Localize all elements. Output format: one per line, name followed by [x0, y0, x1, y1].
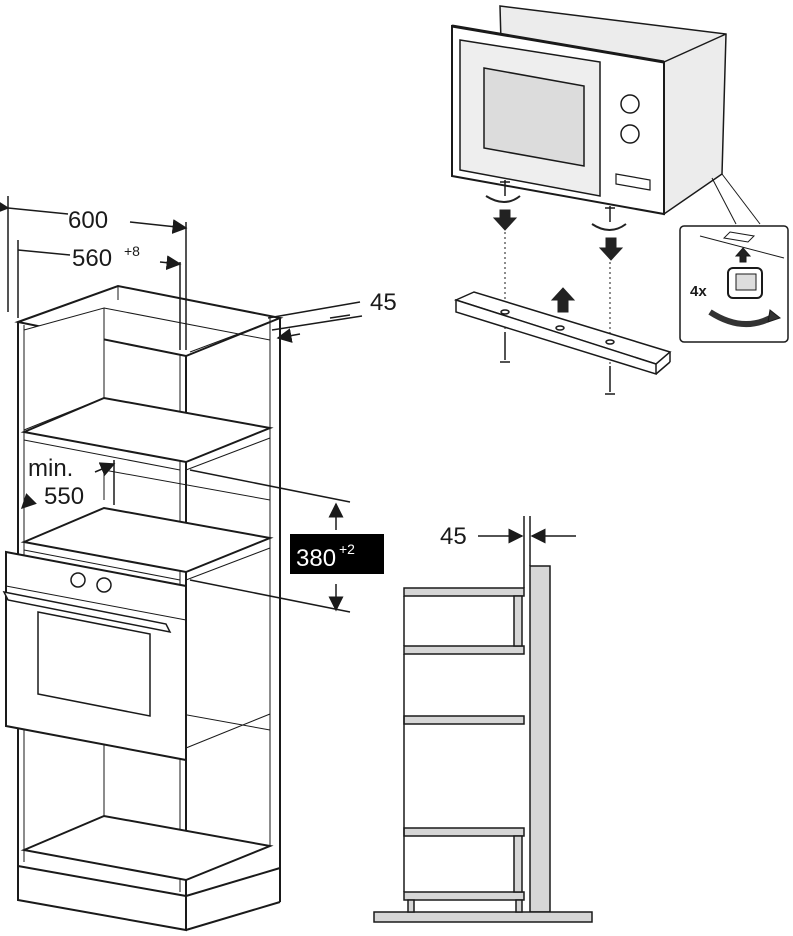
detail-callout [679, 173, 789, 343]
dimension-depth-gap: 45 [370, 289, 397, 316]
dimension-width-inner-tolerance: +8 [124, 243, 140, 259]
oven-handle [2, 590, 172, 634]
move-arrows [485, 195, 627, 313]
arrow-up-icon [734, 247, 752, 263]
mounting-rail [453, 291, 672, 376]
dimension-width-total: 600 [68, 207, 108, 234]
microwave-display [615, 173, 651, 191]
min-depth-dimension [20, 460, 116, 510]
tall-cabinet [14, 284, 284, 932]
side-panel [529, 565, 551, 913]
dimension-min-label: min. [28, 455, 73, 482]
microwave-unit [451, 5, 727, 216]
width-dimensions [0, 196, 188, 350]
oven-knob-icon [96, 577, 112, 593]
fixing-screws [500, 180, 615, 395]
dimension-width-inner: 560 [72, 245, 112, 272]
oven-knob-icon [70, 572, 86, 588]
built-in-oven [2, 550, 187, 762]
arrow-up-icon [550, 287, 576, 313]
microwave-knob-icon [620, 124, 640, 144]
arrow-down-icon [492, 209, 518, 231]
oven-window [37, 611, 151, 717]
rotate-icon [485, 195, 521, 203]
detail-count-label: 4x [690, 283, 707, 300]
rotate-icon [591, 223, 627, 231]
dimension-height-tolerance: +2 [339, 541, 355, 557]
arrow-down-icon [598, 237, 624, 261]
dimension-min-value: 550 [44, 483, 84, 510]
dimension-side-gap: 45 [440, 523, 467, 550]
side-section [373, 565, 593, 923]
dimension-height-opening: 380 [296, 545, 336, 572]
microwave-knob-icon [620, 94, 640, 114]
height-dimension [189, 469, 351, 613]
side-gap-dimension [478, 516, 576, 588]
height-badge [290, 534, 384, 574]
depth-gap-dimension [267, 301, 363, 343]
